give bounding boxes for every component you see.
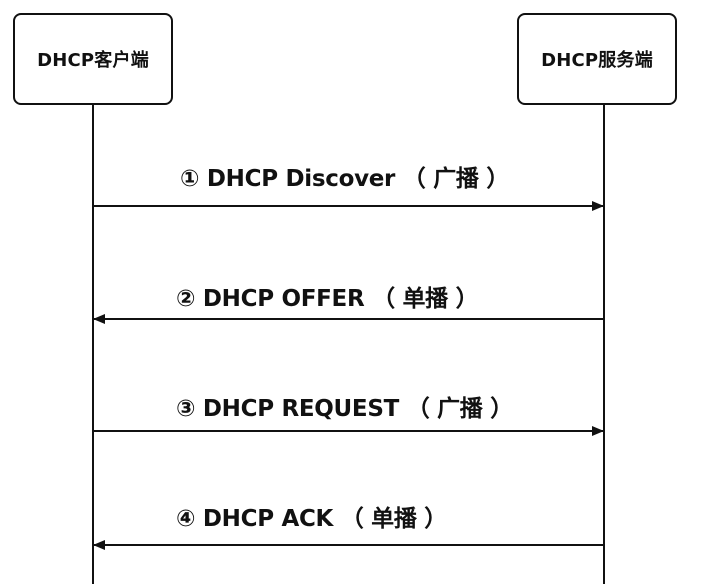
message-2-label: ② DHCP OFFER （ 单播 ） bbox=[176, 286, 479, 312]
message-3-label: ③ DHCP REQUEST （ 广播 ） bbox=[176, 396, 513, 422]
server-lifeline bbox=[603, 105, 605, 584]
server-actor-box: DHCP服务端 bbox=[517, 13, 677, 105]
server-actor-label: DHCP服务端 bbox=[541, 50, 653, 71]
message-4-label: ④ DHCP ACK （ 单播 ） bbox=[176, 506, 447, 532]
client-actor-label: DHCP客户端 bbox=[37, 50, 149, 71]
message-1-label: ① DHCP Discover （ 广播 ） bbox=[180, 166, 510, 192]
client-actor-box: DHCP客户端 bbox=[13, 13, 173, 105]
client-lifeline bbox=[92, 105, 94, 584]
